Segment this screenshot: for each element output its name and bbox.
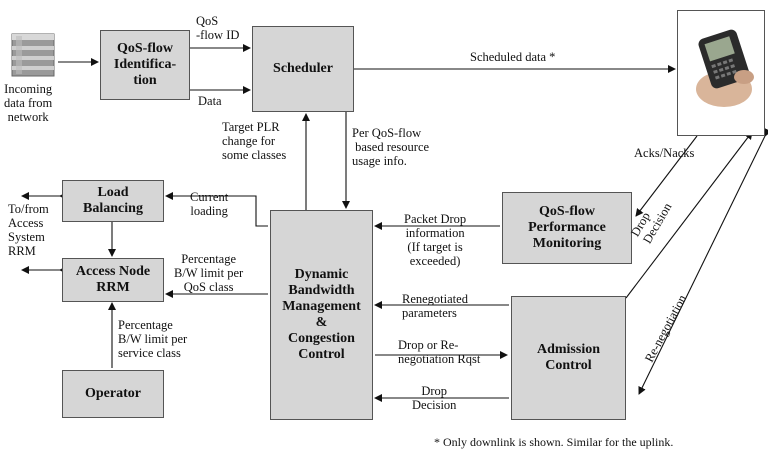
acks-nacks-label: Acks/Nacks <box>634 146 695 160</box>
data-label: Data <box>198 94 222 108</box>
scheduler-text: Scheduler <box>273 60 333 76</box>
operator-box: Operator <box>62 370 164 418</box>
access-node-rrm-box: Access Node RRM <box>62 258 164 302</box>
target-plr-label: Target PLR change for some classes <box>222 120 287 162</box>
dbm-text: Dynamic Bandwidth Management & Congestio… <box>282 266 361 363</box>
scheduled-data-label: Scheduled data * <box>470 50 556 64</box>
qos-flow-identification-text: QoS-flow Identifica- tion <box>113 40 177 89</box>
arrow-re-negotiation <box>638 127 768 395</box>
percentage-bw-service-label: Percentage B/W limit per service class <box>118 318 188 360</box>
access-node-rrm-text: Access Node RRM <box>75 263 151 295</box>
percentage-bw-qos-label: Percentage B/W limit per QoS class <box>174 252 244 294</box>
operator-text: Operator <box>85 385 141 401</box>
drop-or-reneg-label: Drop or Re- negotiation Rqst <box>398 338 481 366</box>
footnote: * Only downlink is shown. Similar for th… <box>434 435 674 449</box>
database-icon <box>11 33 55 77</box>
packet-drop-label: Packet Drop information (If target is ex… <box>404 212 467 268</box>
dbm-box: Dynamic Bandwidth Management & Congestio… <box>270 210 373 420</box>
admission-control-box: Admission Control <box>511 296 626 420</box>
drop-decision-label: Drop Decision <box>412 384 457 412</box>
to-from-access-label: To/from Access System RRM <box>8 202 49 258</box>
qos-flow-performance-monitoring-text: QoS-flow Performance Monitoring <box>528 203 606 252</box>
load-balancing-box: Load Balancing <box>62 180 164 222</box>
per-qos-flow-label: Per QoS-flow based resource usage info. <box>352 126 430 168</box>
qos-flow-identification-box: QoS-flow Identifica- tion <box>100 30 190 100</box>
qos-flow-id-label: QoS -flow ID <box>196 14 240 42</box>
scheduler-box: Scheduler <box>252 26 354 112</box>
qos-flow-performance-monitoring-box: QoS-flow Performance Monitoring <box>502 192 632 264</box>
current-loading-label: Current loading <box>190 190 229 218</box>
incoming-data-label: Incoming data from network <box>4 82 53 124</box>
handheld-icon <box>696 29 754 107</box>
handheld-device-image <box>677 10 765 136</box>
admission-control-text: Admission Control <box>536 341 601 373</box>
load-balancing-text: Load Balancing <box>83 184 143 216</box>
arrow-current-loading <box>165 192 268 227</box>
renegotiated-label: Renegotiated parameters <box>402 292 468 320</box>
